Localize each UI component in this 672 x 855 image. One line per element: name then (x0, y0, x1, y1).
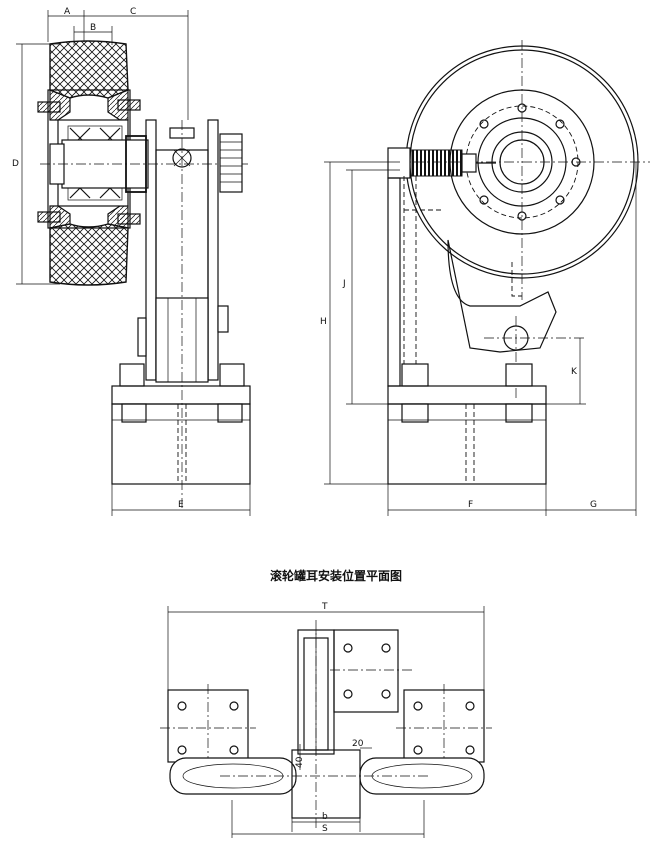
plan-view-caption: 滚轮罐耳安装位置平面图 (270, 568, 402, 583)
dim-label-s: S (322, 824, 328, 834)
dim-label-e: E (178, 500, 184, 510)
dim-label-c: C (130, 7, 136, 17)
dim-label-g: G (590, 500, 597, 510)
dim-label-k: K (571, 367, 578, 377)
dim-label-h: H (320, 317, 327, 327)
dim-label-f: F (468, 500, 473, 510)
dim-label-a: A (64, 7, 71, 17)
dim-label-t: T (321, 602, 328, 612)
dim-label-20: 20 (352, 739, 364, 749)
plan-view (160, 606, 492, 838)
dim-label-b: B (90, 23, 96, 33)
dim-label-j: J (342, 279, 346, 289)
dim-label-d: D (12, 159, 19, 169)
side-section-view (16, 10, 251, 516)
front-elevation-view (324, 40, 650, 516)
dim-label-b-plan: b (322, 812, 328, 822)
dim-label-40: 40 (295, 756, 305, 768)
